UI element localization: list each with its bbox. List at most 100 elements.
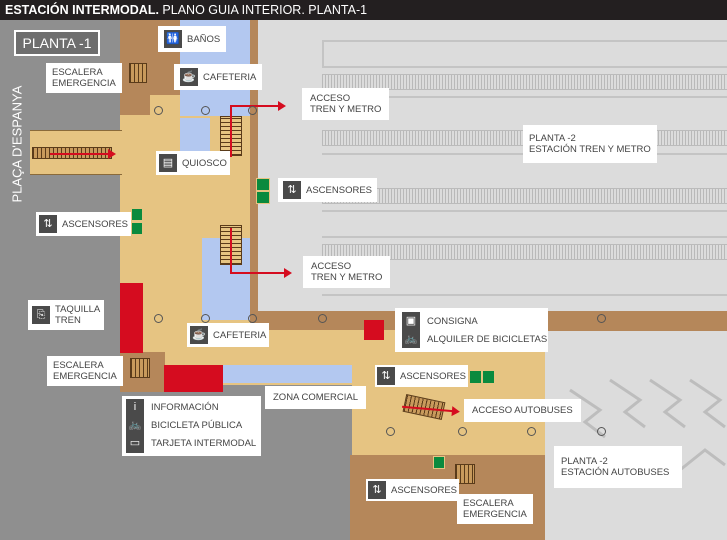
ticket-icon: ⎘ [32,306,50,324]
label-text: EMERGENCIA [463,509,527,520]
label-text: ACCESO [311,261,352,272]
consigna-block[interactable] [364,320,384,340]
label-text: PLANTA -2 [561,456,608,467]
label-text: EMERGENCIA [52,78,116,89]
zona-comercial-area [222,365,352,383]
label-text: ESCALERA [463,498,514,509]
column [248,106,257,115]
label-text: INFORMACIÓN [151,402,219,414]
label-text: TREN Y METRO [310,104,382,115]
column [154,106,163,115]
taquilla-block[interactable] [120,283,143,353]
label-consigna[interactable]: ▣CONSIGNA 🚲ALQUILER DE BICICLETAS [395,308,548,352]
column [597,314,606,323]
arrow-stem [230,105,232,157]
platform-edge [322,236,727,238]
label-text: TREN [55,315,81,326]
label-text: ASCENSORES [62,218,128,230]
column [201,106,210,115]
label-ascensores-bottom[interactable]: ⇅ ASCENSORES [366,479,459,501]
track-3[interactable] [322,188,727,204]
label-text: ASCENSORES [400,370,466,382]
floor-badge: PLANTA -1 [14,30,100,56]
arrow-stem [230,228,232,273]
elevator-icon: ⇅ [39,215,57,233]
elevator[interactable] [469,370,482,384]
label-text: ACCESO AUTOBUSES [472,405,573,416]
column [458,427,467,436]
label-quiosco[interactable]: ▤QUIOSCO [156,151,230,175]
column [386,427,395,436]
label-text: ASCENSORES [391,484,457,496]
column [201,314,210,323]
track-4[interactable] [322,244,727,260]
label-text: CONSIGNA [427,315,478,327]
info-block[interactable] [164,365,223,392]
emergency-stairs[interactable] [129,63,147,83]
label-cafeteria-top[interactable]: ☕CAFETERIA [174,64,263,90]
column [248,314,257,323]
label-text: EMERGENCIA [53,371,117,382]
label-ascensores-left[interactable]: ⇅ ASCENSORES [36,212,131,236]
track-1[interactable] [322,74,727,90]
bus-platform-area [545,330,727,540]
label-text: TREN Y METRO [311,272,383,283]
newspaper-icon: ▤ [159,154,177,172]
label-text: ESCALERA [53,360,104,371]
elevator-icon: ⇅ [368,481,386,499]
street-name: PLAÇA D'ESPANYA [9,85,25,203]
label-text: ASCENSORES [306,184,372,196]
column [154,314,163,323]
label-text: ALQUILER DE BICICLETAS [427,333,548,345]
info-icon: i [126,399,144,417]
label-text: ACCESO [310,93,351,104]
coffee-icon: ☕ [190,326,208,344]
elevator[interactable] [256,178,270,191]
bicycle-icon: 🚲 [126,417,144,435]
column [318,314,327,323]
column [527,427,536,436]
elevator[interactable] [482,370,495,384]
bus-bays [569,378,726,472]
card-icon: ▭ [126,435,144,453]
emergency-stairs[interactable] [455,464,475,484]
elevator[interactable] [256,191,270,204]
label-text: TARJETA INTERMODAL [151,438,257,450]
elevator-icon: ⇅ [377,367,395,385]
elevator[interactable] [433,456,445,469]
label-ascensores-center[interactable]: ⇅ASCENSORES [278,178,377,202]
platform-edge [322,96,727,98]
title-rest: PLANO GUIA INTERIOR. PLANTA-1 [158,3,368,17]
label-text: PLANTA -2 [529,133,576,144]
label-banos[interactable]: 🚻 BAÑOS [158,26,227,52]
arrow-entrance [50,149,116,159]
label-acceso-autobuses[interactable]: ACCESO AUTOBUSES [464,399,581,422]
arrow-acceso-tren-2 [230,268,292,278]
label-text: TAQUILLA [55,304,101,315]
label-text: BAÑOS [187,33,221,45]
label-text: ESCALERA [52,67,103,78]
title-bar: ESTACIÓN INTERMODAL. PLANO GUIA INTERIOR… [0,0,727,20]
label-ascensores-right[interactable]: ⇅ ASCENSORES [375,365,468,387]
platform-edge [322,210,727,212]
coffee-icon: ☕ [180,68,198,86]
label-text: ESTACIÓN TREN Y METRO [529,144,651,155]
label-cafeteria-bottom[interactable]: ☕CAFETERIA [187,323,270,347]
label-zona-comercial[interactable]: ZONA COMERCIAL [265,386,366,409]
title-bold: ESTACIÓN INTERMODAL. [5,3,159,17]
label-text: ESTACIÓN AUTOBUSES [561,467,670,478]
restroom-icon: 🚻 [164,30,182,48]
elevator[interactable] [131,208,143,221]
emergency-stairs[interactable] [130,358,150,378]
elevator[interactable] [131,222,143,235]
luggage-icon: ▣ [402,312,420,330]
